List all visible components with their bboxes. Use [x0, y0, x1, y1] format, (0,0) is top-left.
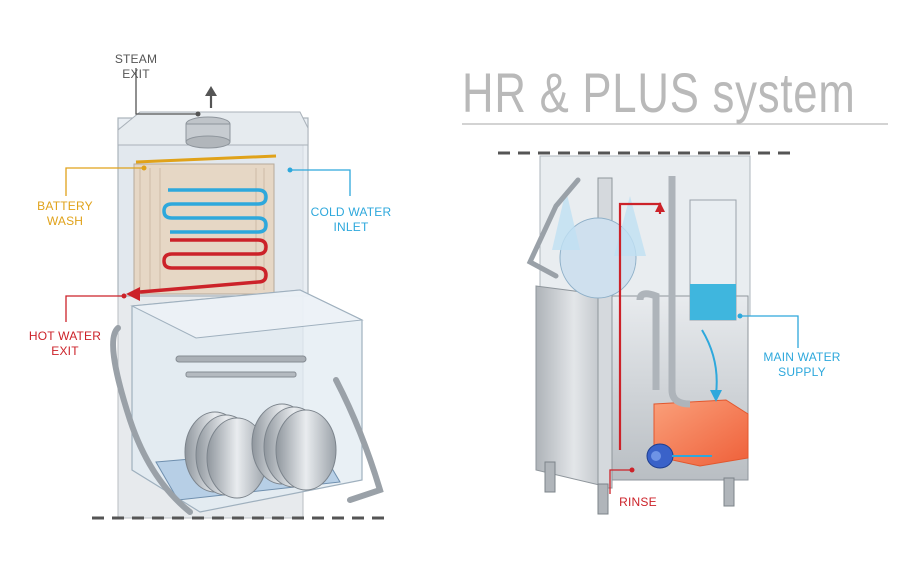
hood-handle [110, 325, 193, 515]
pipe [668, 176, 691, 408]
heat-exchanger [133, 163, 275, 295]
leg [597, 483, 609, 515]
label-rinse: RINSE [619, 495, 657, 509]
left-leaders [65, 68, 351, 322]
dishes-silhouette [559, 217, 637, 299]
spray-cone [614, 196, 646, 256]
cold-coil [162, 188, 268, 234]
up-arrow-icon [205, 86, 217, 108]
pipe [636, 290, 660, 390]
leg [723, 477, 735, 507]
boiler-water [690, 284, 736, 320]
right-leaders [609, 313, 799, 494]
wash-arm [175, 355, 307, 363]
leg [544, 461, 556, 493]
left-machine [110, 111, 384, 519]
plates [184, 403, 337, 499]
chimney-base [185, 135, 231, 149]
label-hot-water-exit: HOT WATER EXIT [28, 329, 102, 358]
label-cold-water-inlet: COLD WATER INLET [310, 205, 392, 234]
label-main-water-supply: MAIN WATER SUPPLY [763, 350, 841, 379]
hot-coil [139, 238, 268, 294]
rinse-arm [185, 371, 297, 378]
down-arrow-icon [710, 390, 722, 402]
pump-icon [646, 443, 674, 469]
left-arrow-icon [126, 287, 140, 301]
chamber-top [130, 289, 364, 339]
label-battery-wash: BATTERY WASH [37, 199, 93, 228]
label-steam-exit: STEAM EXIT [114, 52, 158, 81]
up-arrow-icon [655, 202, 665, 212]
right-machine [526, 155, 751, 515]
flow-arrow [701, 329, 718, 395]
hood-handle-right [333, 377, 384, 503]
door-handle [526, 177, 581, 279]
spray-cone [552, 190, 580, 250]
battery-wash-bar [135, 154, 277, 164]
page-title: HR & PLUS system [462, 61, 856, 124]
